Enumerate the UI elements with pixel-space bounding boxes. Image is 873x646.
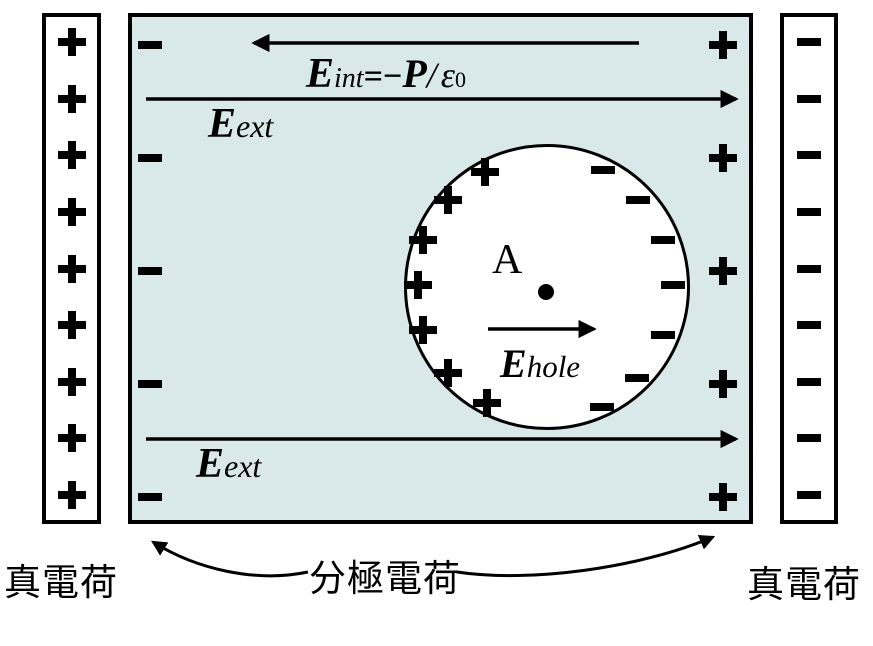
plus-charge-icon: [434, 186, 462, 214]
minus-charge-icon: [138, 493, 162, 501]
minus-charge-icon: [797, 434, 821, 443]
minus-charge-icon: [138, 41, 162, 49]
dielectric-left-edge-charges: [138, 41, 162, 501]
true-charge-left-label: 真電荷: [4, 561, 118, 604]
plus-charge-icon: [57, 481, 86, 509]
minus-charge-icon: [651, 236, 675, 244]
plus-charge-icon: [471, 158, 499, 186]
plus-charge-icon: [57, 424, 86, 453]
plus-charge-icon: [57, 28, 86, 56]
minus-charge-icon: [591, 166, 615, 174]
plus-charge-icon: [409, 316, 437, 344]
e-hole-label: Ehole: [500, 340, 580, 387]
e-ext-symbol: E: [196, 441, 225, 487]
plus-charge-icon: [709, 370, 737, 398]
e-ext-bottom-label: Eext: [196, 440, 261, 488]
minus-charge-icon: [138, 154, 162, 162]
minus-charge-icon: [797, 207, 821, 216]
plus-charge-icon: [57, 84, 86, 113]
e-int-label: Eint=−P/ε0: [306, 50, 466, 98]
left-capacitor-plate: [42, 13, 101, 524]
e-hole-subscript: hole: [526, 349, 581, 384]
true-charge-right-label: 真電荷: [747, 563, 861, 606]
plus-charge-icon: [57, 367, 86, 396]
minus-charge-icon: [138, 380, 162, 388]
plus-charge-icon: [709, 144, 737, 172]
plus-charge-icon: [473, 389, 501, 417]
plus-charge-icon: [57, 254, 86, 283]
e-int-symbol: E: [306, 51, 335, 97]
minus-charge-icon: [797, 377, 821, 386]
minus-charge-icon: [797, 321, 821, 330]
plus-charge-icon: [404, 271, 432, 299]
e-int-slash: /: [426, 55, 437, 95]
e-ext-subscript: ext: [236, 108, 274, 144]
e-hole-symbol: E: [500, 341, 527, 386]
e-ext-top-label: Eext: [208, 100, 273, 148]
polarization-charge-label: 分極電荷: [309, 557, 461, 600]
e-int-equals: =−: [363, 58, 403, 95]
minus-charge-icon: [797, 38, 821, 46]
plus-charge-icon: [709, 483, 737, 511]
dielectric-right-edge-charges: [709, 31, 737, 511]
plus-charge-icon: [709, 31, 737, 59]
minus-charge-icon: [797, 94, 821, 103]
minus-charge-icon: [797, 151, 821, 160]
plus-charge-icon: [434, 359, 462, 387]
plus-charge-icon: [709, 257, 737, 285]
point-a-dot: [538, 284, 554, 300]
minus-charge-icon: [625, 374, 649, 382]
polarization-pointer-right-arrow: [456, 534, 716, 578]
e-int-p-symbol: P: [402, 51, 427, 96]
minus-charge-icon: [797, 264, 821, 273]
right-capacitor-plate: [780, 13, 838, 524]
polarization-pointer-left-arrow: [151, 540, 309, 578]
minus-charge-icon: [661, 281, 685, 289]
minus-charge-icon: [626, 196, 650, 204]
minus-charge-icon: [651, 331, 675, 339]
plus-charge-icon: [409, 226, 437, 254]
plus-charge-icon: [57, 141, 86, 170]
plus-charge-icon: [57, 197, 86, 226]
minus-charge-icon: [590, 403, 614, 411]
point-a-label: A: [492, 237, 523, 283]
e-ext-subscript: ext: [224, 448, 262, 484]
epsilon-symbol: ε: [440, 55, 455, 95]
e-int-subscript: int: [334, 63, 364, 94]
minus-charge-icon: [797, 491, 821, 499]
e-ext-symbol: E: [208, 101, 237, 147]
plus-charge-icon: [57, 311, 86, 340]
epsilon-zero-subscript: 0: [454, 67, 466, 92]
minus-charge-icon: [138, 267, 162, 275]
